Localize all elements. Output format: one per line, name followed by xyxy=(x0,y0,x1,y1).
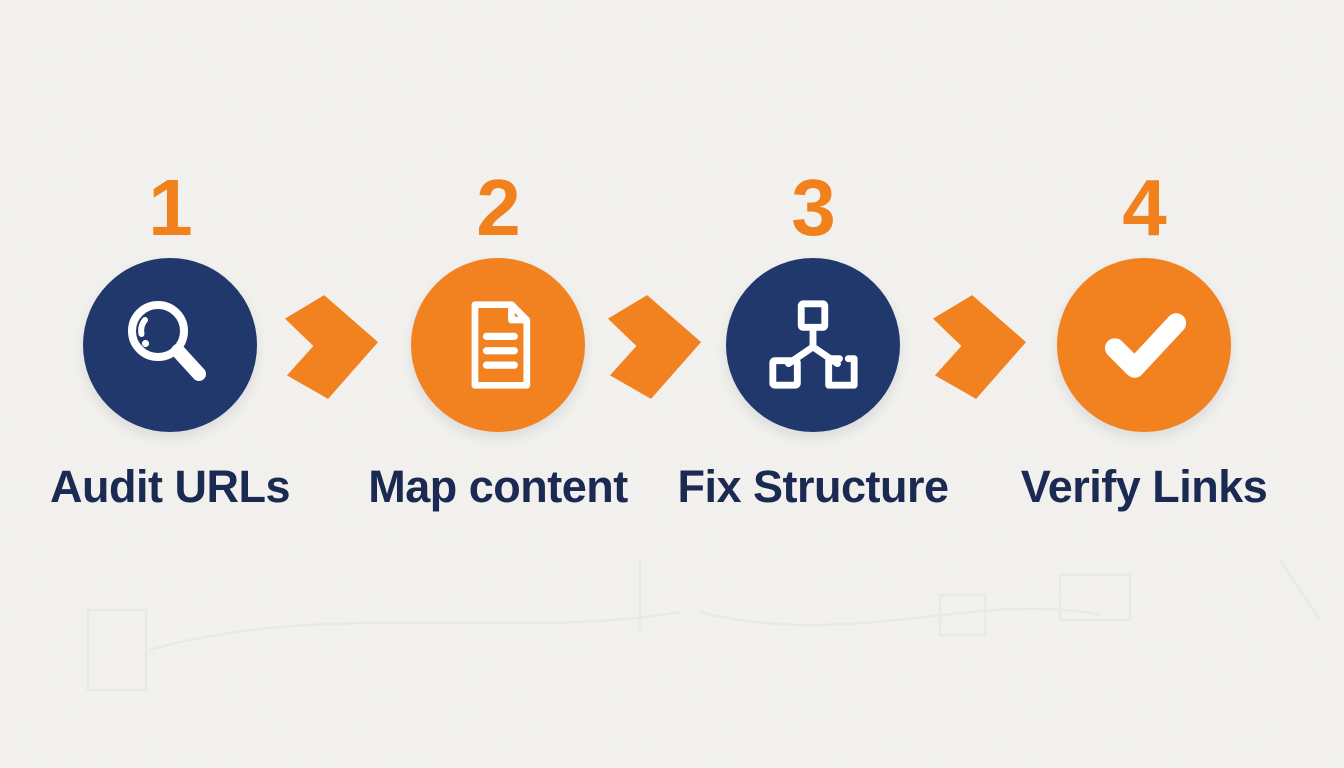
step-audit-urls: 1 Audit URLs xyxy=(30,166,310,510)
step-label: Verify Links xyxy=(1020,461,1268,512)
step-circle-navy xyxy=(83,258,257,432)
step-label: Audit URLs xyxy=(50,461,290,512)
step-number: 2 xyxy=(476,163,520,252)
step-map-content: 2 Map content xyxy=(358,166,638,510)
magnifier-icon xyxy=(128,301,206,381)
right-arrow-icon xyxy=(608,295,702,399)
step-number: 3 xyxy=(791,163,835,252)
step-label: Fix Structure xyxy=(677,461,949,512)
step-fix-structure: 3 Fix Structure xyxy=(673,166,953,510)
step-circle-navy xyxy=(726,258,900,432)
right-arrow-icon xyxy=(285,295,379,399)
sitemap-icon xyxy=(769,300,858,389)
step-number: 1 xyxy=(148,163,192,252)
step-verify-links: 4 Verify Links xyxy=(1004,166,1284,510)
step-circle-orange xyxy=(411,258,585,432)
checkmark-icon xyxy=(1105,313,1187,378)
right-arrow-icon xyxy=(933,295,1027,399)
step-circle-orange xyxy=(1057,258,1231,432)
step-label: Map content xyxy=(368,461,628,512)
step-number: 4 xyxy=(1122,163,1166,252)
document-icon xyxy=(471,301,531,389)
